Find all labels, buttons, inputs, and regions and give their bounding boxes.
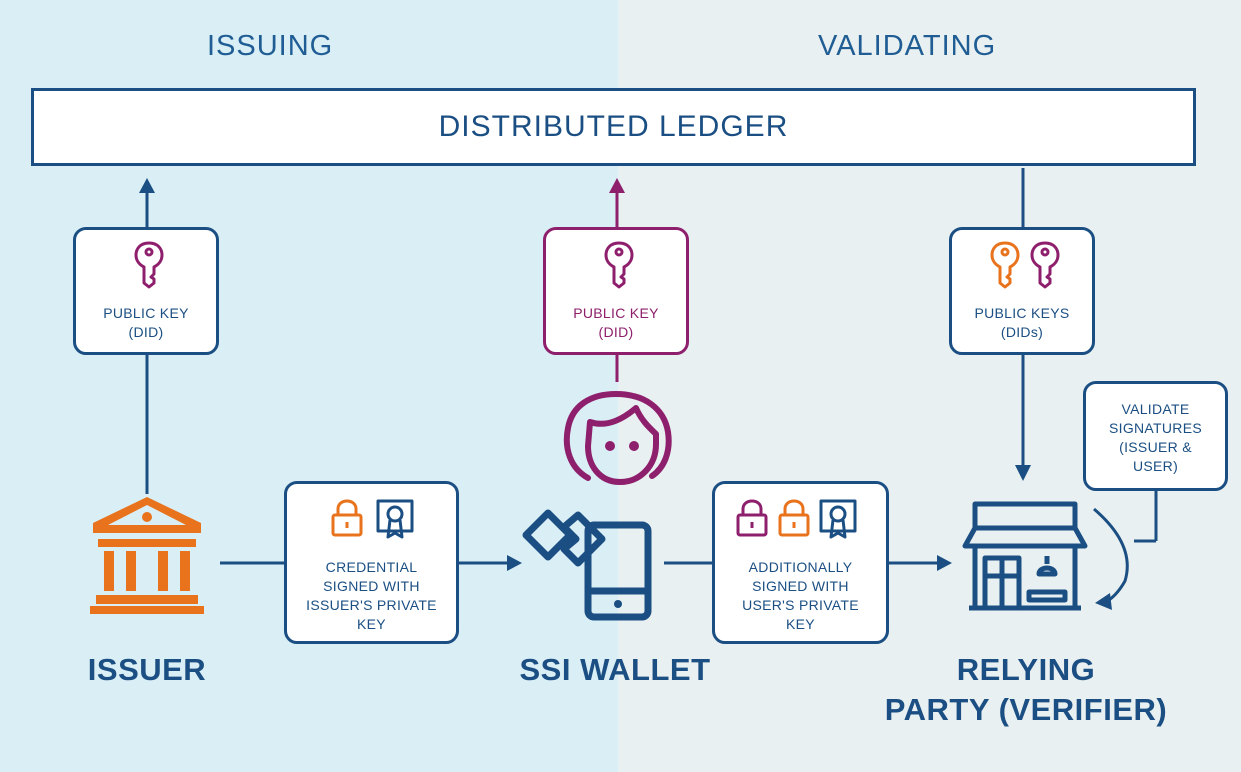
card-line: USER) [1132,458,1179,474]
card-line: SIGNATURES [1109,420,1202,436]
key-icon [990,241,1020,289]
card-line: USER'S PRIVATE [742,597,859,613]
additionally-signed-card: ADDITIONALLY SIGNED WITH USER'S PRIVATE … [712,481,889,644]
distributed-ledger: DISTRIBUTED LEDGER [31,88,1196,166]
padlock-icon [736,499,768,537]
relying-party-line: RELYING [956,652,1096,687]
wallet-phone-icon [522,509,652,621]
card-line: (DID) [598,324,634,340]
card-line: SIGNED WITH [752,578,849,594]
verifier-public-keys-card: PUBLIC KEYS (DIDs) [949,227,1095,355]
phase-issuing: ISSUING [207,30,334,62]
card-line: CREDENTIAL [325,559,418,575]
certificate-icon [819,499,857,539]
user-face-icon [563,391,672,485]
card-line: PUBLIC KEYS [974,305,1070,321]
card-line: (ISSUER & [1119,439,1192,455]
ledger-label: DISTRIBUTED LEDGER [438,110,789,143]
card-line: ADDITIONALLY [748,559,853,575]
card-line: KEY [786,616,815,632]
key-icon [134,241,164,289]
card-line: PUBLIC KEY [573,305,659,321]
phase-validating: VALIDATING [818,30,997,62]
card-line: SIGNED WITH [323,578,420,594]
issuer-public-key-card: PUBLIC KEY (DID) [73,227,219,355]
card-line: (DID) [128,324,164,340]
card-line: (DIDs) [1000,324,1044,340]
bank-building-icon [90,497,204,614]
validate-signatures-card: VALIDATE SIGNATURES (ISSUER & USER) [1083,381,1228,491]
relying-party-line: PARTY (VERIFIER) [884,692,1168,727]
key-icon [1030,241,1060,289]
storefront-icon [962,501,1088,611]
card-line: KEY [357,616,386,632]
credential-card: CREDENTIAL SIGNED WITH ISSUER'S PRIVATE … [284,481,459,644]
card-line: VALIDATE [1121,401,1190,417]
card-line: PUBLIC KEY [103,305,189,321]
ssi-wallet-label: SSI WALLET [519,652,711,687]
relying-party-label: RELYING PARTY (VERIFIER) [856,650,1196,730]
key-icon [604,241,634,289]
padlock-icon [331,499,363,537]
issuer-label: ISSUER [87,652,207,687]
padlock-icon [778,499,810,537]
card-line: ISSUER'S PRIVATE [306,597,437,613]
certificate-icon [376,499,414,539]
wallet-public-key-card: PUBLIC KEY (DID) [543,227,689,355]
